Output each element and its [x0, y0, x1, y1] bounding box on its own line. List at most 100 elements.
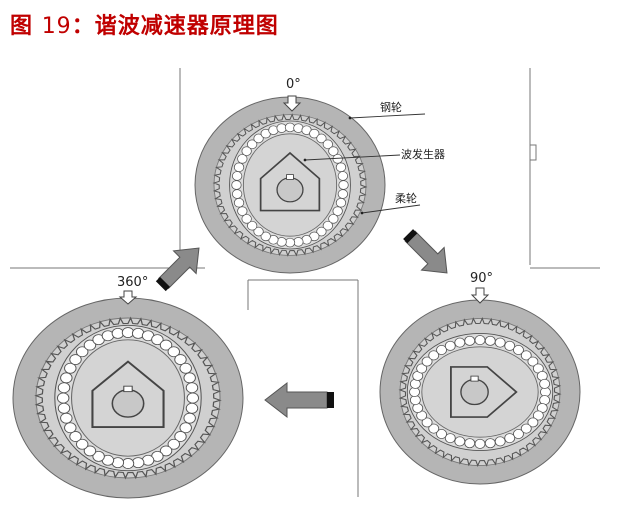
gear-assembly-360deg — [12, 297, 244, 499]
bearing-ball — [520, 350, 532, 361]
bearing-ball — [185, 402, 199, 414]
bearing-ball — [337, 189, 348, 199]
bearing-ball — [60, 412, 73, 424]
bearing-ball — [185, 382, 199, 394]
bearing-ball — [260, 231, 271, 242]
bearing-ball — [316, 133, 327, 144]
bearing-ball — [159, 445, 173, 457]
circular-spline-teeth — [212, 113, 368, 257]
bearing-ball — [436, 429, 447, 439]
bearing-ball — [494, 436, 506, 447]
pointer-arrow-left — [118, 290, 138, 305]
shaft-key — [123, 385, 133, 393]
label-circular-spline: 钢轮 — [380, 100, 402, 114]
bearing-ball — [179, 422, 192, 434]
bearing-ball — [513, 345, 524, 355]
process-arrow-left-to-top — [155, 247, 200, 292]
bearing-ball — [474, 335, 486, 346]
bearing-ball — [174, 354, 187, 365]
bearing-ball — [75, 346, 89, 358]
bearing-ball — [527, 417, 539, 428]
pointer-arrow-right — [470, 287, 490, 304]
bearing-ball — [504, 433, 516, 444]
figure-title-text: 谐波减速器原理图 — [94, 14, 279, 39]
bearing-ball — [179, 362, 192, 374]
bearing-ball — [464, 335, 476, 346]
bearing-ball — [316, 226, 327, 237]
bearing-ball — [539, 378, 551, 389]
bearing-ball — [444, 340, 456, 351]
bearing-ball — [75, 438, 89, 450]
bearing-ball — [454, 337, 466, 348]
bearing-ball — [151, 334, 164, 346]
bearing-ball — [428, 423, 440, 434]
label-wave-generator: 波发生器 — [401, 147, 445, 161]
bearing-ball — [513, 429, 524, 439]
bearing-ball — [444, 433, 456, 444]
bearing-ball — [167, 346, 181, 358]
bearing-ball — [454, 436, 466, 447]
bearing-ball — [233, 162, 245, 172]
bearing-ball — [167, 438, 181, 450]
bearing-ball — [69, 431, 82, 442]
bearing-ball — [504, 340, 516, 351]
figure-title-prefix: 图 — [10, 14, 34, 39]
bearing-ball — [237, 206, 248, 216]
bearing-ball — [436, 345, 447, 355]
label-flexspline: 柔轮 — [395, 191, 417, 205]
bearing-ball — [428, 350, 440, 361]
gear-body — [398, 316, 562, 468]
bearing-ball — [237, 154, 248, 164]
angle-label-top: 0° — [286, 77, 301, 92]
pointer-arrow-top — [282, 95, 302, 112]
bearing-ball — [253, 133, 264, 144]
figure-title-number: 19 — [41, 14, 72, 39]
gear-assembly-90deg — [379, 299, 581, 485]
bearing-ball — [332, 206, 343, 216]
callout-leaders — [303, 113, 426, 215]
bearing-ball — [174, 431, 187, 442]
bearing-ball — [64, 422, 77, 434]
bearing-ball — [241, 146, 252, 156]
bearing-ball — [232, 189, 243, 199]
shaft-key — [470, 375, 479, 382]
bearing-ball — [328, 214, 339, 224]
bearing-ball — [416, 363, 428, 374]
bearing-ball — [69, 354, 82, 365]
bearing-ball — [233, 198, 245, 208]
figure-title-separator: ： — [71, 14, 95, 39]
wave-generator-cam — [91, 360, 165, 429]
bearing-ball — [83, 339, 97, 351]
wave-generator-cam — [449, 366, 518, 418]
bearing-ball — [183, 372, 196, 384]
circular-spline-teeth — [398, 316, 562, 468]
bearing-ball — [335, 162, 347, 172]
bearing-ball — [60, 372, 73, 384]
process-arrow-right-to-left — [264, 381, 334, 419]
bearing-ball — [474, 438, 486, 449]
bearing-ball — [57, 402, 71, 414]
bearing-ball — [322, 220, 333, 231]
bearing-ball — [253, 226, 264, 237]
bearing-ball — [232, 171, 243, 181]
bearing-ball — [494, 337, 506, 348]
bearing-ball — [484, 335, 496, 346]
gear-assembly-0deg — [194, 96, 386, 274]
bearing-ball — [328, 146, 339, 156]
bearing-ball — [322, 139, 333, 150]
bearing-ball — [231, 180, 242, 190]
bearing-ball — [337, 171, 348, 181]
bearing-ball — [57, 382, 71, 394]
gear-body — [34, 316, 222, 480]
bearing-ball — [183, 412, 196, 424]
bearing-ball — [527, 356, 539, 367]
bearing-ball — [421, 417, 433, 428]
figure-title: 图 19：谐波减速器原理图 — [10, 8, 279, 40]
bearing-ball — [335, 198, 347, 208]
angle-label-left: 360° — [117, 275, 148, 290]
gear-body — [212, 113, 368, 257]
bearing-ball — [64, 362, 77, 374]
shaft-key — [286, 174, 294, 180]
input-shaft — [460, 378, 489, 406]
